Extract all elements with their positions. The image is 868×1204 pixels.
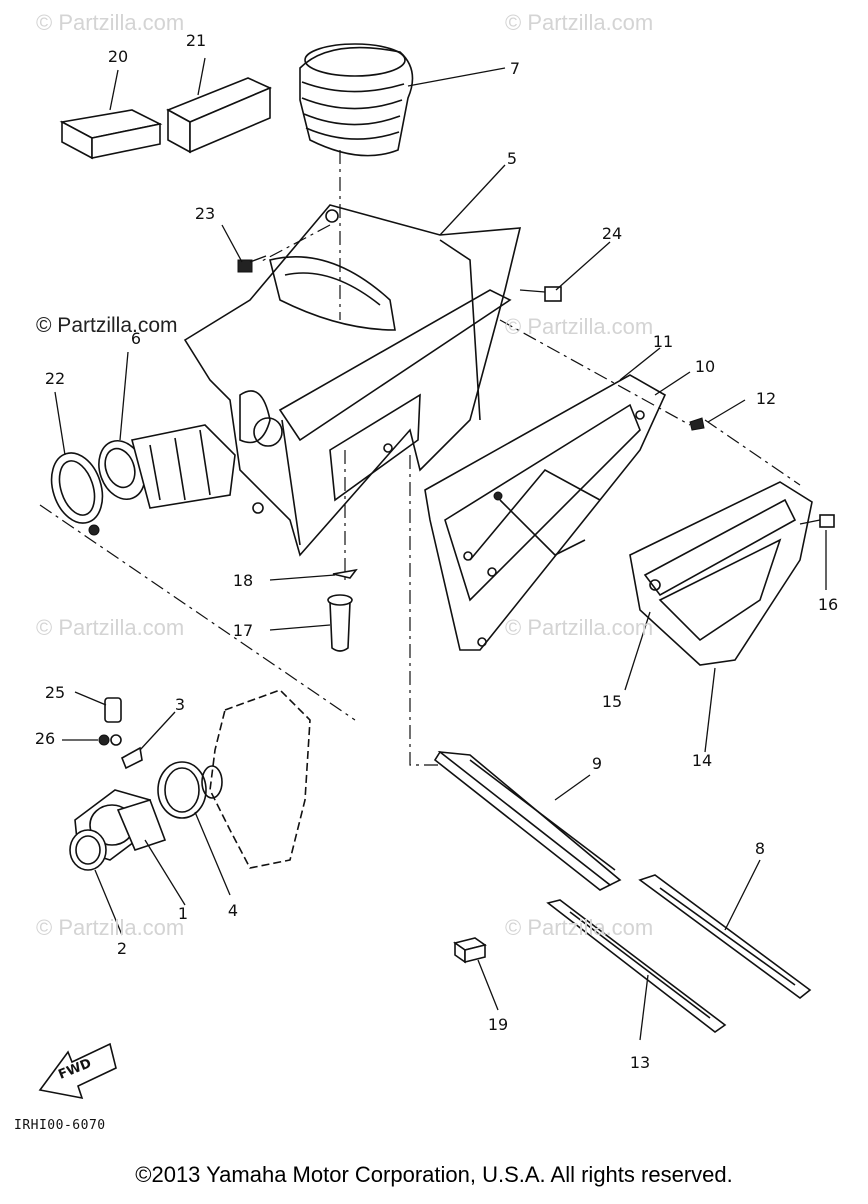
callout-17[interactable]: 17: [232, 621, 254, 640]
part-23-bolt: [237, 255, 267, 273]
part-14-cover: [629, 481, 813, 666]
callout-19[interactable]: 19: [487, 1015, 509, 1034]
carburetor-outline: [201, 689, 311, 869]
watermark: © Partzilla.com: [36, 314, 178, 337]
watermark: © Partzilla.com: [505, 915, 654, 940]
assembly-lines: [39, 150, 801, 766]
part-22-clamp: [50, 452, 104, 536]
callout-23[interactable]: 23: [194, 204, 216, 223]
part-11-filter-frame: [424, 374, 667, 651]
part-4-clamp: [157, 761, 207, 819]
callout-1[interactable]: 1: [177, 904, 189, 923]
callout-20[interactable]: 20: [107, 47, 129, 66]
callout-16[interactable]: 16: [817, 595, 839, 614]
callout-22[interactable]: 22: [44, 369, 66, 388]
part-17-drain-tube: [327, 594, 353, 652]
part-26-fitting: [98, 734, 122, 746]
callout-7[interactable]: 7: [509, 59, 521, 78]
part-12-screw: [689, 417, 705, 431]
part-20-foam-block: [59, 109, 163, 160]
callout-4[interactable]: 4: [227, 901, 239, 920]
part-24-bolt: [519, 286, 562, 302]
part-19-block: [453, 937, 487, 964]
watermark: © Partzilla.com: [505, 615, 654, 640]
callout-13[interactable]: 13: [629, 1053, 651, 1072]
part-5-air-box: [183, 204, 522, 557]
part-2-gasket: [69, 829, 107, 871]
part-13-screen: [546, 899, 727, 1033]
part-21-foam-block: [166, 77, 272, 154]
watermark: © Partzilla.com: [36, 615, 185, 640]
callout-15[interactable]: 15: [601, 692, 623, 711]
part-25-cap: [104, 697, 122, 723]
part-1-carb-joint: [74, 789, 167, 861]
watermark: © Partzilla.com: [505, 10, 654, 35]
callout-5[interactable]: 5: [506, 149, 518, 168]
copyright-notice: ©2013 Yamaha Motor Corporation, U.S.A. A…: [135, 1162, 733, 1187]
callout-25[interactable]: 25: [44, 683, 66, 702]
diagram-code: IRHI00-6070: [14, 1118, 106, 1133]
callout-6[interactable]: 6: [130, 329, 142, 348]
part-7-rubber-boot: [299, 43, 414, 157]
callout-24[interactable]: 24: [601, 224, 623, 243]
part-3-screw: [120, 746, 143, 770]
callout-26[interactable]: 26: [34, 729, 56, 748]
callout-12[interactable]: 12: [755, 389, 777, 408]
part-9-filter-element: [433, 750, 622, 891]
callout-21[interactable]: 21: [185, 31, 207, 50]
callout-18[interactable]: 18: [232, 571, 254, 590]
part-16-bolt: [799, 514, 835, 528]
callout-14[interactable]: 14: [691, 751, 713, 770]
watermark: © Partzilla.com: [505, 314, 654, 339]
fwd-arrow-icon: [38, 1042, 117, 1100]
callout-8[interactable]: 8: [754, 839, 766, 858]
part-6-intake-joint: [98, 424, 236, 509]
callout-3[interactable]: 3: [174, 695, 186, 714]
callout-9[interactable]: 9: [591, 754, 603, 773]
watermark: © Partzilla.com: [36, 10, 185, 35]
leader-lines: [54, 57, 827, 1041]
callout-11[interactable]: 11: [652, 332, 674, 351]
part-8-screen: [638, 874, 812, 1000]
watermark: © Partzilla.com: [36, 915, 185, 940]
callout-10[interactable]: 10: [694, 357, 716, 376]
callout-2[interactable]: 2: [116, 939, 128, 958]
